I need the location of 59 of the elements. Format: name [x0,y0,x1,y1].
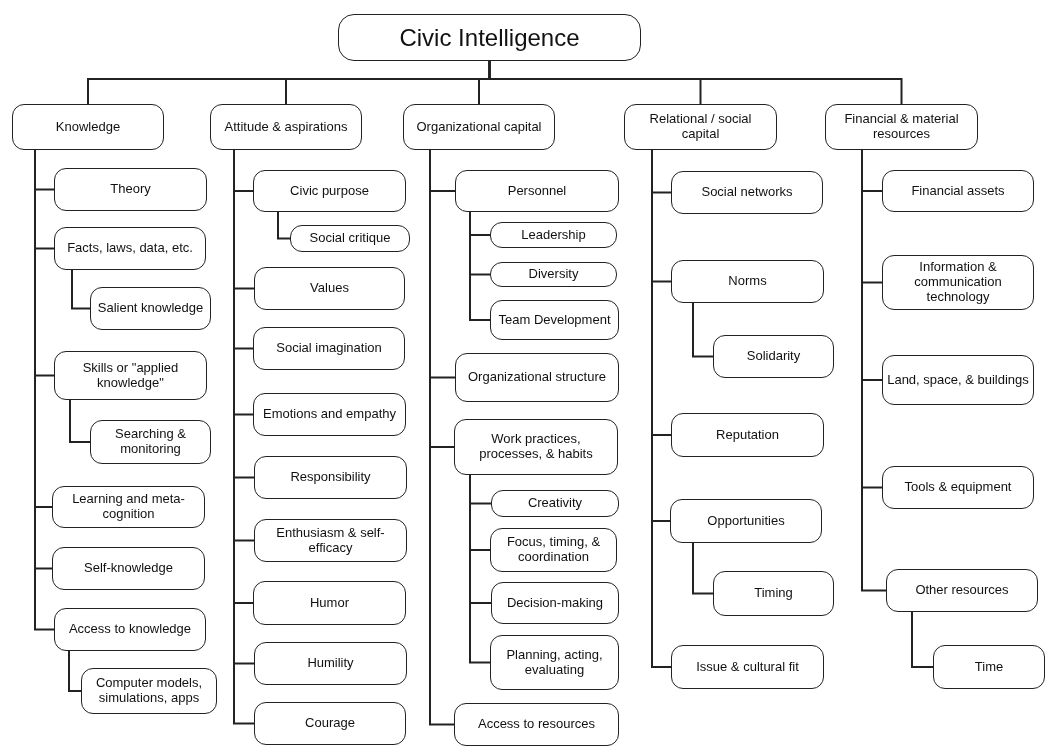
category-box: Facts, laws, data, etc. [54,227,206,270]
category-box: Leadership [490,222,617,248]
category-box: Solidarity [713,335,834,378]
category-box: Planning, acting, evaluating [490,635,619,690]
category-box: Reputation [671,413,824,457]
connector-line [488,60,903,105]
category-box: Values [254,267,405,310]
connector-line [469,211,491,321]
category-box: Time [933,645,1045,689]
connector-line [277,211,291,240]
category-box: Attitude & aspirations [210,104,362,150]
category-box: Responsibility [254,456,407,499]
category-box: Social imagination [253,327,405,370]
category-box: Personnel [455,170,619,212]
category-box: Timing [713,571,834,616]
category-box: Humor [253,581,406,625]
category-box: Access to knowledge [54,608,206,651]
category-box: Financial assets [882,170,1034,212]
connector-line [692,542,714,595]
category-box: Land, space, & buildings [882,355,1034,405]
category-box: Relational / social capital [624,104,777,150]
title-box: Civic Intelligence [338,14,641,61]
category-box: Issue & cultural fit [671,645,824,689]
category-box: Work practices, processes, & habits [454,419,618,475]
category-box: Other resources [886,569,1038,612]
connector-line [911,611,934,668]
category-box: Norms [671,260,824,303]
category-box: Information & communication technology [882,255,1034,310]
category-box: Theory [54,168,207,211]
category-box: Self-knowledge [52,547,205,590]
category-box: Civic purpose [253,170,406,212]
category-box: Social networks [671,171,823,214]
category-box: Team Development [490,300,619,340]
connector-line [68,650,82,692]
category-box: Decision-making [491,582,619,624]
connector-line [692,302,714,358]
category-box: Financial & material resources [825,104,978,150]
category-box: Creativity [491,490,619,517]
category-box: Humility [254,642,407,685]
category-box: Courage [254,702,406,745]
category-box: Social critique [290,225,410,252]
category-box: Salient knowledge [90,287,211,330]
category-box: Knowledge [12,104,164,150]
category-box: Tools & equipment [882,466,1034,509]
category-box: Organizational structure [455,353,619,402]
category-box: Access to resources [454,703,619,746]
category-box: Learning and meta-cognition [52,486,205,528]
connector-line [469,474,491,664]
category-box: Organizational capital [403,104,555,150]
category-box: Enthusiasm & self-efficacy [254,519,407,562]
category-box: Opportunities [670,499,822,543]
category-box: Skills or "applied knowledge" [54,351,207,400]
connector-line [71,269,91,310]
category-box: Emotions and empathy [253,393,406,436]
category-box: Computer models, simulations, apps [81,668,217,714]
category-box: Searching & monitoring [90,420,211,464]
category-box: Focus, timing, & coordination [490,528,617,572]
connector-line [69,399,91,443]
category-box: Diversity [490,262,617,287]
